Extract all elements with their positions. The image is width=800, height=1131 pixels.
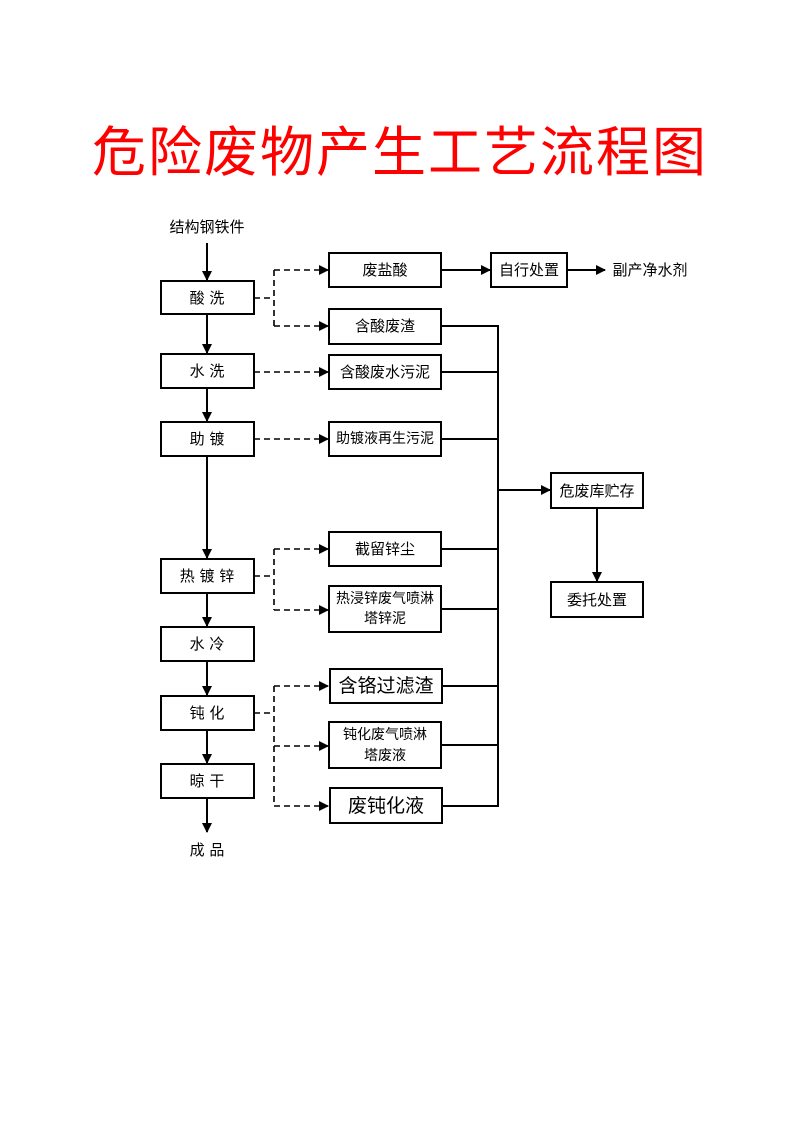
waste-label: 塔废液	[364, 748, 406, 764]
waste-label: 钝化废气喷淋	[343, 727, 427, 743]
process-step-label: 助 镀	[190, 430, 225, 448]
process-step-pickling: 酸 洗	[160, 280, 255, 315]
waste-label: 含酸废水污泥	[340, 363, 430, 381]
entrusted-disposal-label: 委托处置	[567, 591, 627, 609]
waste-box-acid-residue: 含酸废渣	[328, 308, 442, 345]
process-step-drying: 晾 干	[160, 763, 255, 799]
storage-label: 危废库贮存	[559, 482, 634, 500]
waste-box-waste-hcl: 废盐酸	[328, 252, 442, 288]
waste-label: 废盐酸	[362, 261, 407, 279]
waste-label: 助镀液再生污泥	[336, 430, 434, 447]
process-step-passivation: 钝 化	[160, 695, 255, 731]
input-label: 结构钢铁件	[169, 218, 244, 236]
waste-label: 截留锌尘	[355, 540, 415, 558]
process-step-label: 水 冷	[190, 635, 225, 653]
waste-box-zinc-scrubber-sludge: 热浸锌废气喷淋 塔锌泥	[328, 585, 442, 633]
waste-label: 含铬过滤渣	[338, 675, 433, 697]
diagram-title: 危险废物产生工艺流程图	[92, 121, 708, 184]
waste-box-flux-sludge: 助镀液再生污泥	[328, 421, 442, 457]
process-step-label: 水 洗	[190, 362, 225, 380]
waste-box-zinc-dust: 截留锌尘	[328, 531, 442, 567]
waste-box-waste-passivation-liquid: 废钝化液	[329, 787, 443, 824]
output-label: 成 品	[190, 841, 225, 859]
collector-lines	[441, 325, 499, 807]
storage-box: 危废库贮存	[550, 472, 644, 509]
process-step-label: 钝 化	[190, 704, 225, 722]
waste-box-passivation-scrubber-liquid: 钝化废气喷淋 塔废液	[328, 721, 442, 769]
byproduct-label: 副产净水剂	[612, 261, 687, 279]
waste-label: 塔锌泥	[364, 611, 406, 627]
self-disposal-label: 自行处置	[499, 261, 559, 279]
process-step-fluxing: 助 镀	[160, 421, 255, 457]
self-disposal-box: 自行处置	[490, 252, 568, 288]
process-step-water-cool: 水 冷	[160, 626, 255, 662]
process-step-label: 热 镀 锌	[180, 567, 235, 585]
process-step-water-wash: 水 洗	[160, 353, 255, 389]
waste-label: 热浸锌废气喷淋	[336, 591, 434, 607]
waste-box-acid-sludge: 含酸废水污泥	[328, 354, 442, 390]
dashed-connectors	[254, 265, 329, 811]
entrusted-disposal-box: 委托处置	[550, 581, 644, 618]
process-step-label: 酸 洗	[190, 289, 225, 307]
waste-label: 含酸废渣	[355, 317, 415, 335]
waste-box-chrome-residue: 含铬过滤渣	[329, 668, 443, 704]
process-step-label: 晾 干	[190, 772, 225, 790]
process-step-hot-dip: 热 镀 锌	[160, 558, 255, 594]
waste-label: 废钝化液	[348, 795, 424, 817]
